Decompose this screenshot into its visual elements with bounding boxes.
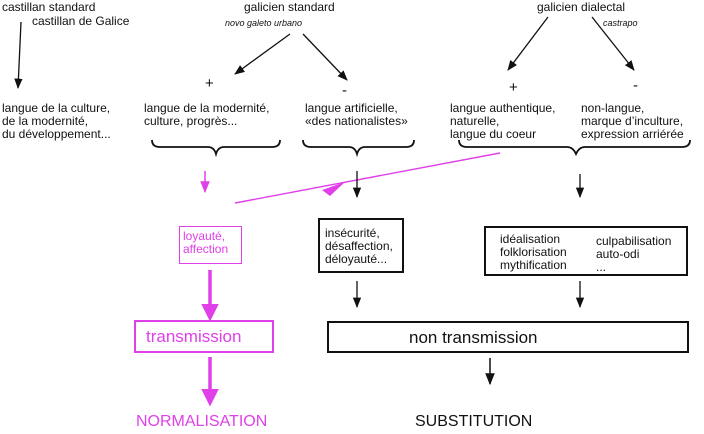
arrow-castillan-down (14, 21, 23, 90)
box-culpabilisation-text: culpabilisation auto-odi ... (596, 234, 672, 274)
label-galicien-dialectal: galicien dialectal (537, 0, 626, 14)
arrow-dial-to-loyaute (234, 152, 501, 204)
arrow-dial-arrowhead (322, 182, 345, 196)
box-idealisation-text: idéalisation folklorisation mythificatio… (500, 232, 567, 272)
desc-dial-minus: non-langue, marque d’inculture, expressi… (581, 101, 684, 141)
arrow-dial-plus (507, 16, 549, 71)
box-loyaute: loyauté, affection (179, 226, 242, 264)
box-loyaute-text: loyauté, affection (183, 229, 229, 256)
box-non-transmission-text: non transmission (409, 328, 538, 347)
label-novo-galeto: novo galeto urbano (225, 18, 303, 28)
label-castillan-galice: castillan de Galice (32, 14, 130, 28)
box-non-transmission: non transmission (327, 321, 689, 353)
box-transmission: transmission (134, 320, 274, 353)
label-substitution: SUBSTITUTION (415, 413, 533, 430)
brace-dialectal (458, 139, 691, 157)
desc-galstd-plus: langue de la modernité, culture, progrès… (144, 101, 270, 128)
brace-galstd-minus (302, 139, 415, 158)
desc-castillan: langue de la culture, de la modernité, d… (2, 101, 111, 141)
label-castrapo: castrapo (603, 18, 638, 28)
sign-plus-standard: + (205, 75, 214, 92)
desc-galstd-minus: langue artificielle, «des nationalistes» (305, 101, 408, 128)
sign-minus-dialectal: - (633, 77, 638, 94)
arrow-dial-minus (591, 16, 635, 71)
box-idealisation: idéalisation folklorisation mythificatio… (484, 226, 688, 276)
box-transmission-text: transmission (146, 327, 242, 346)
box-insecurite-text: insécurité, désaffection, déloyauté... (325, 226, 393, 266)
arrow-galstd-plus (234, 33, 291, 75)
sign-minus-standard: - (342, 82, 347, 99)
brace-galstd-plus (151, 139, 281, 158)
box-insecurite: insécurité, désaffection, déloyauté... (318, 218, 404, 273)
desc-dial-plus: langue authentique, naturelle, langue du… (450, 101, 556, 141)
label-normalisation: NORMALISATION (136, 413, 268, 430)
label-castillan-standard: castillan standard (2, 0, 96, 14)
arrow-galstd-minus (302, 33, 348, 81)
sign-plus-dialectal: + (509, 79, 518, 96)
label-galicien-standard: galicien standard (244, 0, 335, 14)
